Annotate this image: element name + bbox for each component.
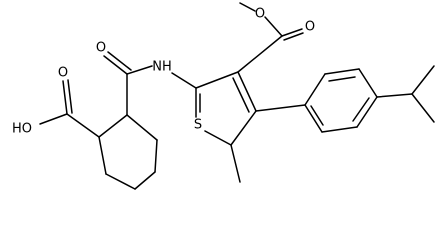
bond-ph4-ph5 [356,96,378,128]
atom-label-o-ester-carbonyl: O [305,20,315,35]
cyclohexane-ring [98,73,158,190]
bond-ph6-ph1-inner [310,105,324,126]
bond-cy2-acid-c [66,113,100,138]
bond-amide-c-o-double-b [107,51,132,71]
bond-methyl-o [239,2,256,12]
bond-cy1-cy2 [98,114,128,138]
bond-acid-c-o-double-a [62,80,68,115]
bond-ch-methyl-b [411,93,435,123]
bond-ph4-ch [376,93,413,98]
bond-o-carbonyl-c [264,16,283,37]
molecule-structure: O O S NH O O HO [12,2,435,190]
atom-label-ho: HO [12,122,32,137]
bond-ph2-ph3 [324,68,360,75]
bond-c2-nh [171,72,197,89]
isopropyl-group [376,65,435,123]
bond-carbonyl-c-o-double-a [281,28,303,37]
bond-cy4-cy5 [134,171,156,190]
bond-ph2-ph3-inner [328,76,356,82]
bond-ph4-ph5-inner [352,97,370,122]
atom-label-s: S [194,118,202,133]
methyl-ester-group: O O [237,2,315,73]
bond-acid-c-o-double-b [67,79,73,114]
bond-carbonyl-c-o-double-b [283,32,304,41]
bond-ph6-ph1 [304,104,323,133]
amide-group: NH O [96,41,197,89]
bond-carbonyl-c-ring [237,35,283,73]
bond-cy3-cy4 [105,173,136,190]
bond-c5-s [204,130,232,146]
bond-cy2-cy3 [98,136,107,175]
thiophene-ring: S [194,71,257,146]
bond-amide-c-o-double-a [103,55,128,75]
carboxylic-acid-group: O HO [12,66,100,138]
bond-ph3-ph4 [358,68,378,98]
bond-c3-c4-b [232,77,250,113]
bond-ph5-ph6 [321,126,358,133]
bond-c4-phenyl [255,104,306,112]
atom-label-o-methoxy: O [255,7,265,22]
bond-cy6-cy1 [126,114,158,141]
bond-c5-methyl [230,144,241,183]
bond-c2-c3 [195,71,239,89]
bond-ch-methyl-a [411,65,435,95]
atom-label-nh: NH [152,60,172,75]
bond-ph1-ph2 [304,73,326,106]
phenyl-ring [255,68,378,133]
bond-nh-carbonyl-c [126,65,153,75]
bond-cy5-cy6 [154,139,158,173]
atom-label-o-acid-carbonyl: O [58,66,68,81]
bond-c4-c5 [230,110,257,146]
atom-label-o-amide: O [96,41,106,56]
bond-c3-c4-a [237,71,257,112]
bond-acid-c-oh [39,113,68,125]
